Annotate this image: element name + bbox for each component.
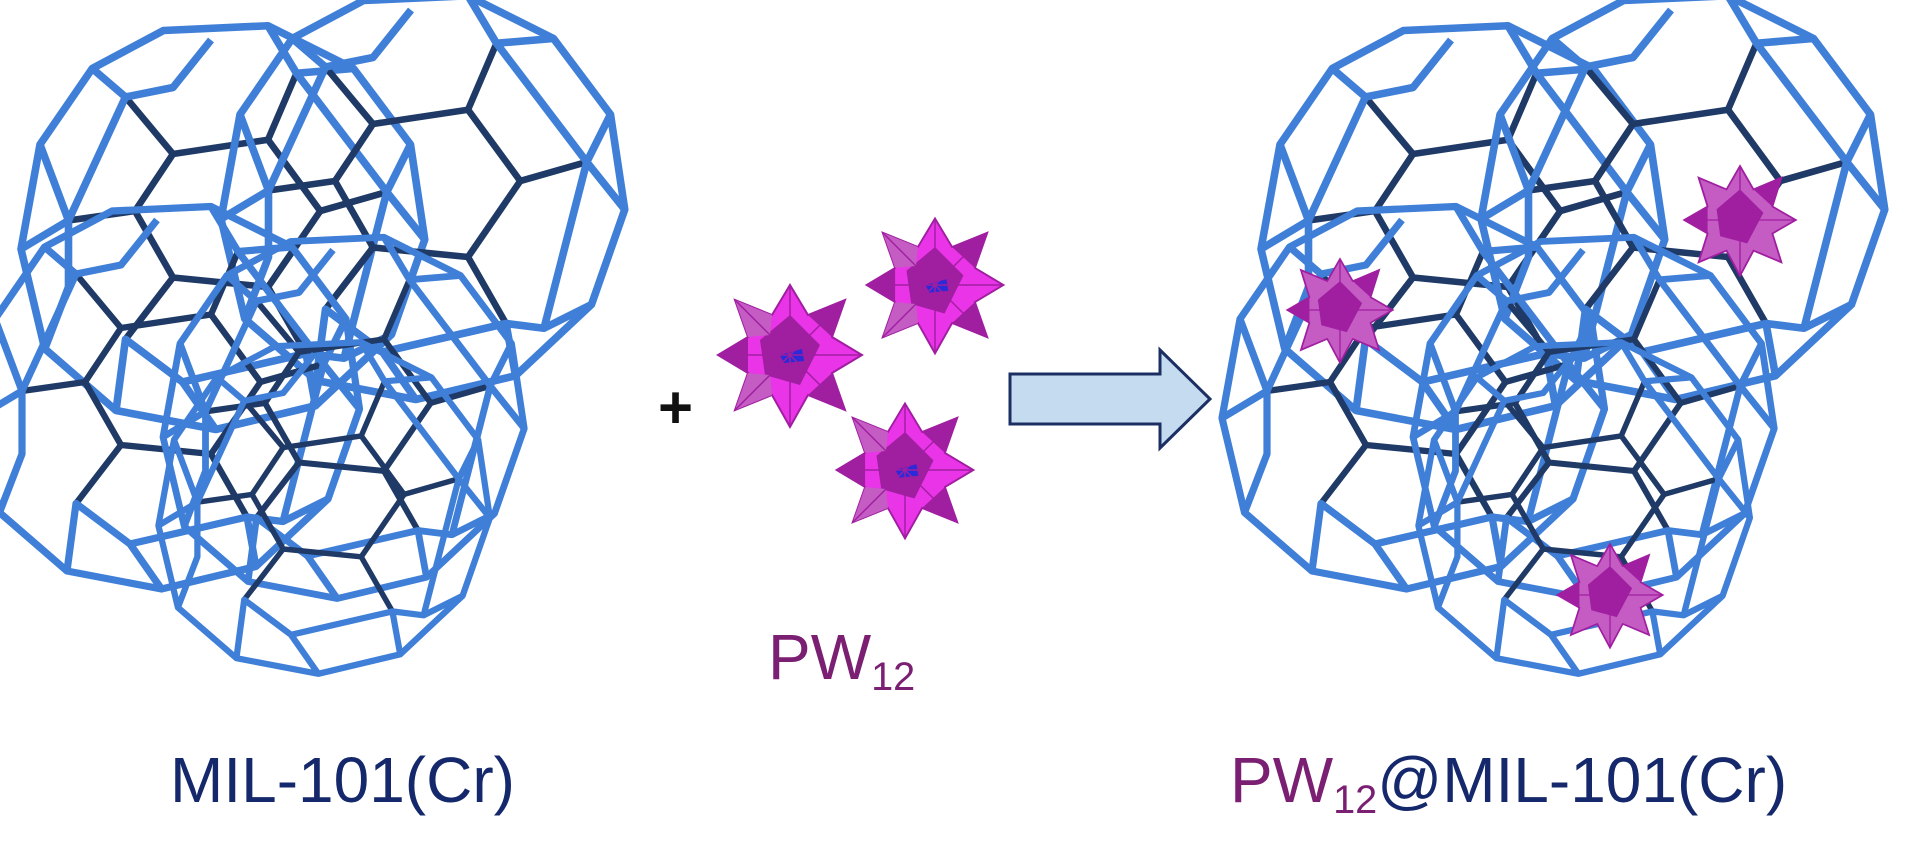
encapsulated-pw12-2: [1683, 165, 1797, 277]
pw12-label-base: PW: [768, 621, 872, 693]
cage-left-bottom-left: [0, 206, 359, 589]
reaction-arrow: [1008, 346, 1213, 452]
framework-structure-left: [0, 0, 625, 674]
pw12-clusters: [717, 217, 1005, 540]
pw12-cluster-1: [717, 284, 863, 428]
composite-label-pw-base: PW: [1230, 744, 1334, 816]
framework-label: MIL-101(Cr): [170, 748, 515, 812]
pw12-label-subscript: 12: [871, 655, 916, 700]
composite-label-pw-subscript: 12: [1333, 778, 1378, 823]
pw12-cluster-2: [865, 217, 1005, 355]
framework-label-text: MIL-101(Cr): [170, 744, 515, 816]
cage-left-bottom-center: [163, 237, 524, 598]
composite-label-framework: @MIL-101(Cr): [1377, 744, 1788, 816]
pw12-label: PW12: [768, 625, 915, 698]
cage-left-top-right: [221, 0, 625, 399]
composite-label: PW12@MIL-101(Cr): [1230, 748, 1787, 821]
composite-structure-right: [1222, 0, 1885, 674]
encapsulated-pw12-3: [1556, 543, 1664, 649]
cage-right-bottom-left: [1222, 206, 1605, 589]
cage-left-bottom-right: [158, 342, 490, 673]
plus-sign: +: [658, 374, 694, 441]
pw12-cluster-3: [835, 402, 975, 540]
encapsulated-pw12-1: [1286, 258, 1394, 364]
